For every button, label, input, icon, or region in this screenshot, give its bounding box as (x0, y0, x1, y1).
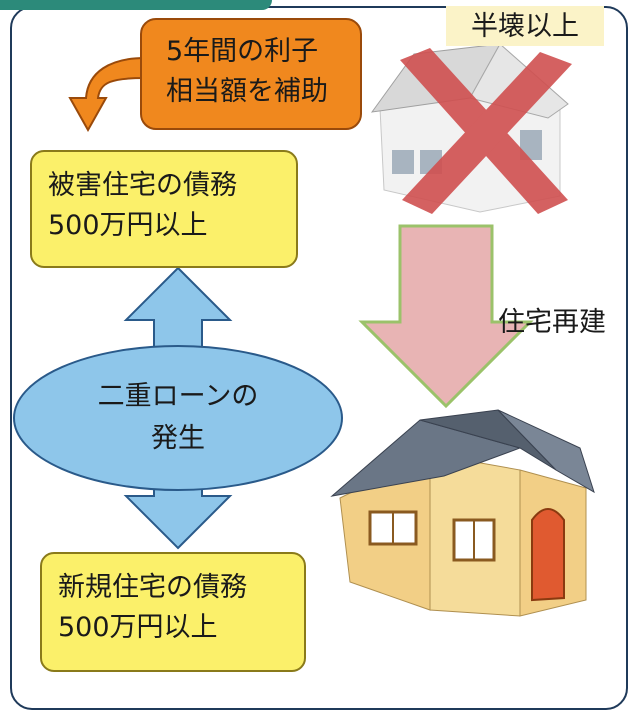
new-debt-box: 新規住宅の債務 500万円以上 (40, 552, 306, 672)
diagram-frame (10, 6, 628, 710)
rebuild-label: 住宅再建 (498, 307, 606, 338)
damaged-debt-box: 被害住宅の債務 500万円以上 (30, 150, 298, 268)
damage-label: 半壊以上 (446, 6, 604, 46)
header-tab (0, 0, 272, 10)
double-arrow-icon (123, 266, 233, 550)
new-debt-line-2: 500万円以上 (58, 612, 218, 643)
subsidy-line-2: 相当額を補助 (166, 76, 328, 107)
red-x-icon (400, 48, 572, 214)
subsidy-box: 5年間の利子 相当額を補助 (140, 18, 362, 130)
double-loan-line-1: 二重ローンの (97, 381, 259, 412)
subsidy-line-1: 5年間の利子 (166, 36, 319, 67)
double-loan-label: 二重ローンの 発生 (14, 346, 342, 492)
double-loan-line-2: 発生 (151, 423, 205, 454)
new-house-icon (330, 409, 595, 617)
curved-arrow-icon (68, 56, 146, 133)
damaged-debt-line-1: 被害住宅の債務 (48, 170, 237, 201)
damaged-debt-line-2: 500万円以上 (48, 210, 208, 241)
new-debt-line-1: 新規住宅の債務 (58, 572, 247, 603)
double-loan-ellipse (13, 345, 343, 491)
rebuild-arrow-icon (358, 224, 534, 409)
